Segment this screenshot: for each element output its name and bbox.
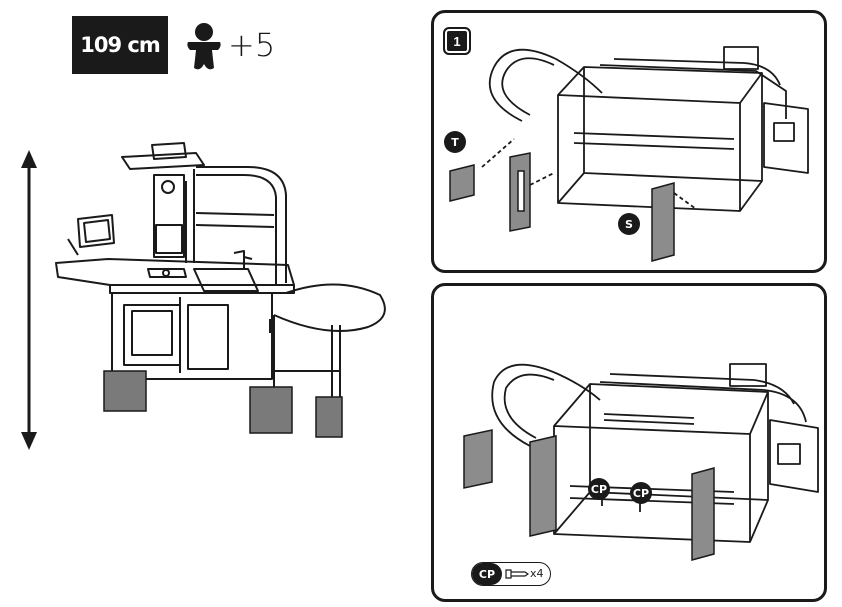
parts-legend: CP x4 [471, 562, 551, 586]
height-badge: 109 cm [72, 16, 168, 74]
screw-icon [505, 569, 529, 579]
legend-part-code: CP [472, 563, 502, 585]
callout-T: T [444, 131, 466, 153]
step-1-panel [431, 10, 827, 273]
callout-CP-right: CP [630, 482, 652, 504]
kitchen-illustration [55, 142, 386, 438]
child-figure-icon [187, 23, 221, 70]
callout-S: S [618, 213, 640, 235]
height-arrow-icon [21, 150, 37, 450]
step-2-diagram [463, 363, 819, 561]
step-2-panel [431, 283, 827, 602]
height-label: 109 cm [80, 33, 160, 57]
age-label: +5 [228, 26, 276, 64]
legend-quantity: x4 [530, 567, 544, 580]
step-number: 1 [443, 27, 471, 55]
step-1-diagram [449, 46, 809, 262]
callout-CP-left: CP [588, 478, 610, 500]
